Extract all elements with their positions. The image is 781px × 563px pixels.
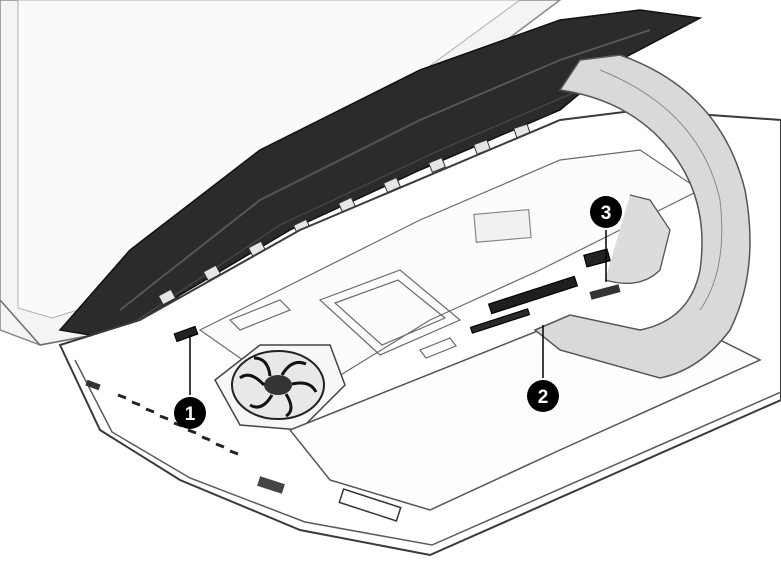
display-cable [533, 54, 751, 379]
callout-2: 2 [527, 380, 559, 412]
callout-leaders [189, 230, 607, 395]
callout-3-label: 3 [601, 203, 612, 224]
callout-3: 3 [590, 196, 622, 228]
system-board [173, 149, 702, 401]
callout-1: 1 [174, 397, 206, 429]
cooling-fan [214, 344, 346, 431]
display-hinge-cover [58, 9, 703, 341]
callout-1-label: 1 [185, 404, 196, 425]
callout-2-label: 2 [538, 387, 549, 408]
